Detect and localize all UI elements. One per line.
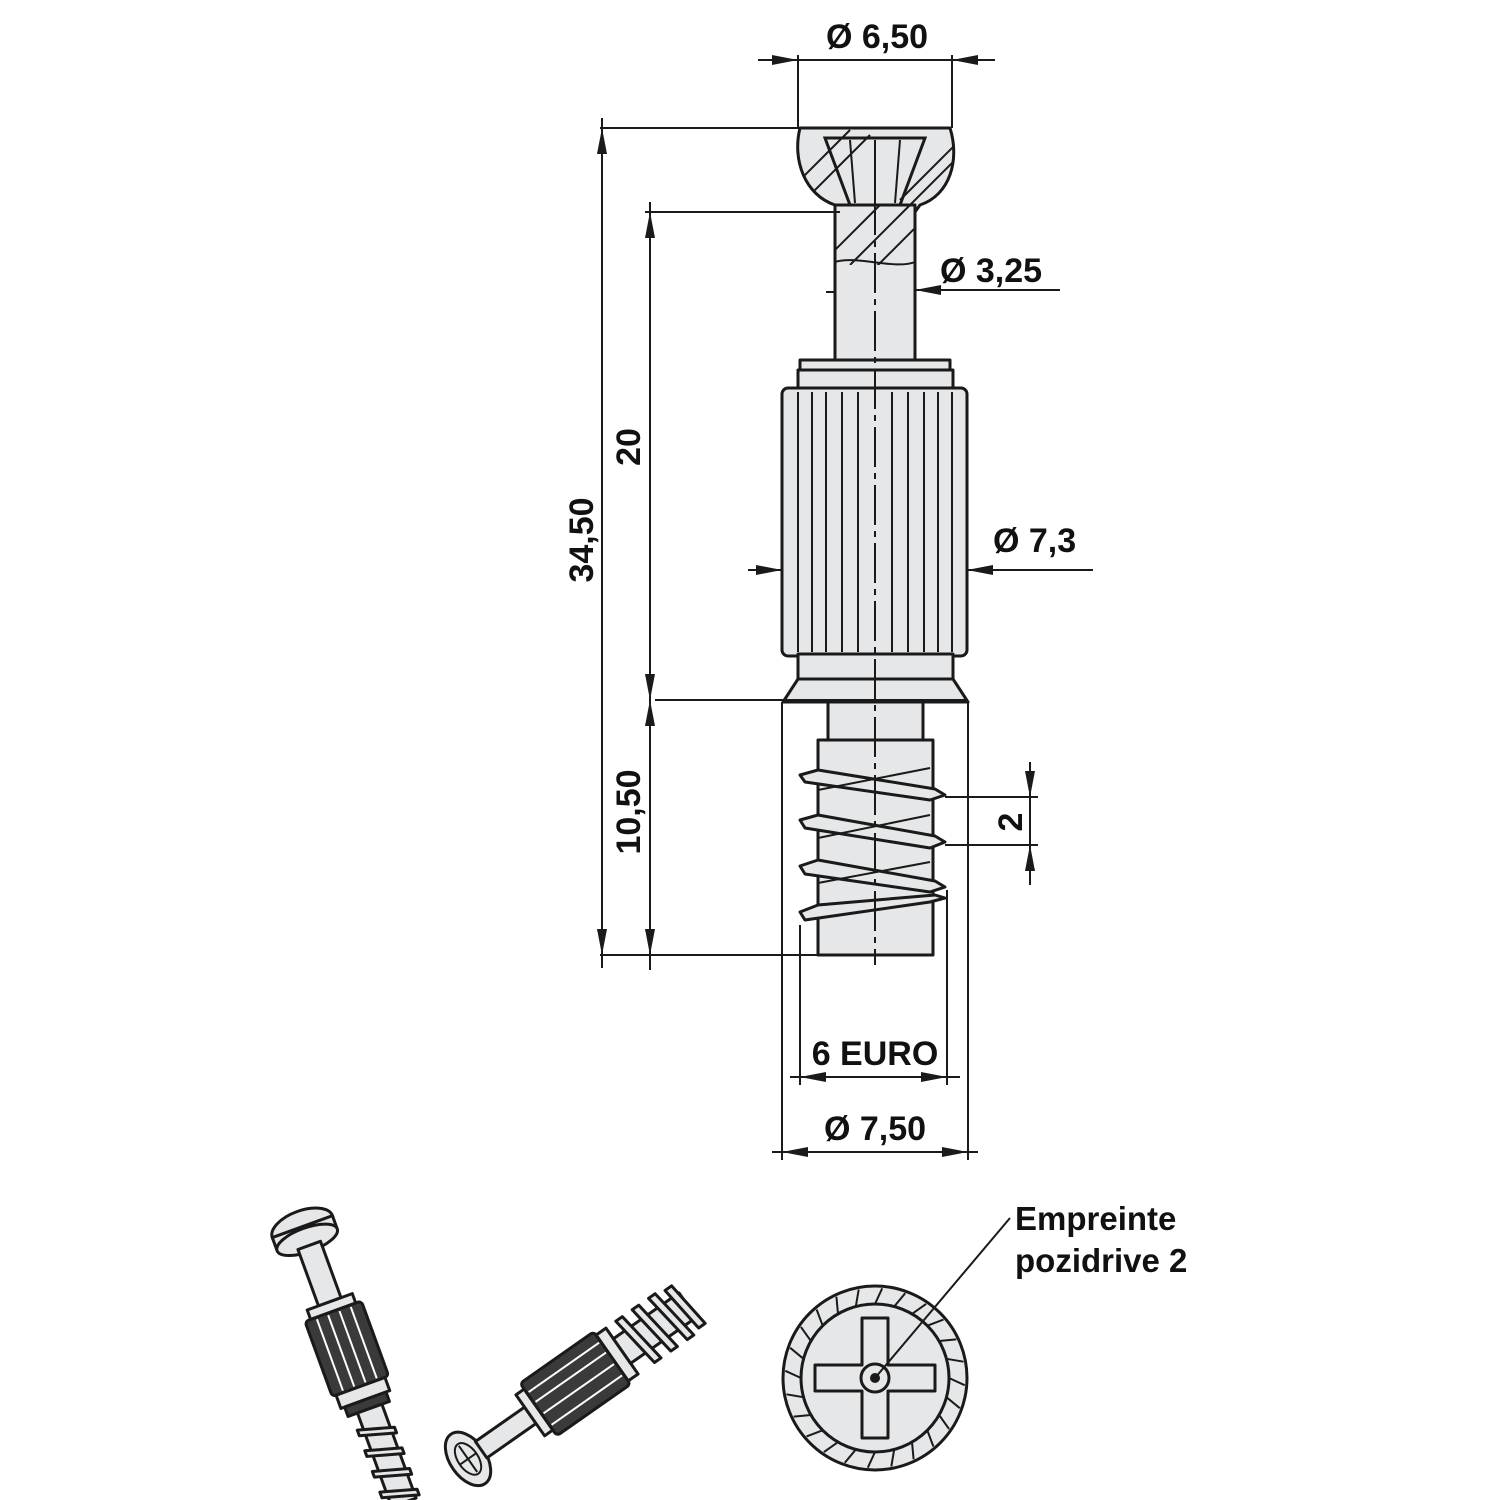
head-tooth xyxy=(793,1414,811,1418)
head-tooth xyxy=(854,1289,860,1307)
dimension-labels: Ø 6,50 Ø 3,25 Ø 7,3 34,50 20 10,50 2 6 E… xyxy=(563,18,1076,1148)
head-tooth xyxy=(948,1377,966,1387)
head-tooth xyxy=(938,1414,950,1430)
dowel-side-view xyxy=(780,126,970,965)
thread-pitch-label: 2 xyxy=(992,813,1030,832)
head-tooth xyxy=(806,1429,824,1438)
head-tooth xyxy=(945,1396,961,1409)
dowel-iso-view-upright xyxy=(270,1206,421,1500)
head-tooth xyxy=(890,1449,896,1467)
head-tooth xyxy=(844,1448,857,1464)
callout-line-2: pozidrive 2 xyxy=(1015,1242,1187,1279)
head-tooth xyxy=(893,1292,906,1308)
drive-callout: Empreinte pozidrive 2 xyxy=(1015,1200,1187,1279)
threaded-shank xyxy=(798,700,947,957)
head-tooth xyxy=(911,1303,927,1315)
head-tooth xyxy=(800,1326,812,1342)
callout-leader xyxy=(874,1217,1011,1379)
thread-length-label: 10,50 xyxy=(610,769,648,854)
head-tooth xyxy=(946,1357,964,1363)
head-tooth xyxy=(866,1451,876,1469)
head-tooth xyxy=(789,1347,805,1360)
dimension-lines xyxy=(597,55,1093,1160)
head-tooth xyxy=(939,1338,957,1342)
head-tooth xyxy=(786,1393,804,1399)
head-tooth xyxy=(835,1296,839,1314)
head-tooth xyxy=(874,1287,884,1305)
head-tooth xyxy=(926,1429,935,1447)
head-tooth xyxy=(823,1441,839,1453)
head-tooth xyxy=(911,1442,915,1460)
dowel-iso-view-angled xyxy=(443,1284,707,1488)
thread-flights xyxy=(798,767,947,922)
callout-line-1: Empreinte xyxy=(1015,1200,1176,1237)
neck-diameter-label: Ø 3,25 xyxy=(940,252,1042,290)
thread-type-label: 6 EURO xyxy=(812,1035,939,1073)
sleeve-diameter-label: Ø 7,3 xyxy=(993,522,1076,560)
head-diameter-label: Ø 6,50 xyxy=(826,18,928,56)
head-tooth xyxy=(926,1318,944,1327)
upper-length-label: 20 xyxy=(610,428,648,466)
head-tooth xyxy=(815,1309,824,1327)
head-tooth xyxy=(784,1369,802,1379)
thread-diameter-label: Ø 7,50 xyxy=(824,1110,926,1148)
total-length-label: 34,50 xyxy=(563,497,601,582)
